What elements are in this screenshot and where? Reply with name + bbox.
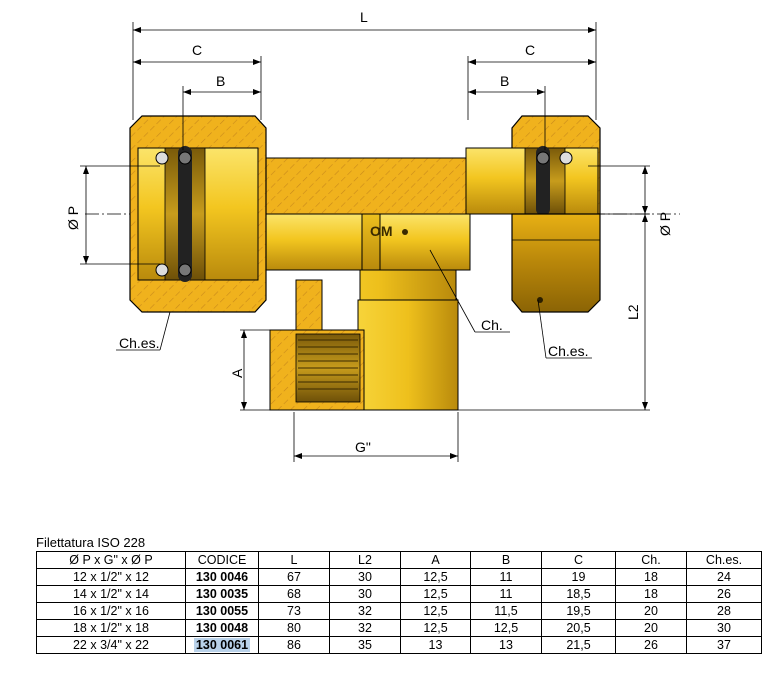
cell-A: 12,5 (400, 619, 471, 637)
dim-label-L2: L2 (625, 304, 641, 320)
cell-code: 130 0055 (185, 602, 259, 620)
dim-label-A: A (229, 368, 245, 378)
brand-mark: OM (370, 223, 393, 239)
cell-code: 130 0048 (185, 619, 259, 637)
right-nut (465, 115, 601, 313)
cell-ches: 28 (686, 602, 762, 620)
selection-highlight: 130 0061 (193, 637, 251, 652)
dim-label-ches-right: Ch.es. (548, 343, 588, 359)
cell-B: 11,5 (470, 602, 542, 620)
cell-L2: 30 (329, 585, 401, 603)
cell-L: 73 (258, 602, 330, 620)
cell-ches: 26 (686, 585, 762, 603)
cell-ch: 26 (615, 636, 687, 654)
cell-ch: 18 (615, 585, 687, 603)
cell-code: 130 0035 (185, 585, 259, 603)
table-header-row: Ø P x G" x Ø P CODICE L L2 A B C Ch. Ch.… (36, 551, 762, 569)
cell-code-highlighted: 130 0061 (185, 636, 259, 654)
table-row: 12 x 1/2" x 12 130 0046 67 30 12,5 11 19… (36, 568, 762, 586)
spec-table: Ø P x G" x Ø P CODICE L L2 A B C Ch. Ch.… (36, 551, 762, 654)
tee-main-body: OM (257, 157, 471, 271)
cell-B: 13 (470, 636, 542, 654)
cell-ch: 18 (615, 568, 687, 586)
cell-B: 11 (470, 568, 542, 586)
header-ch: Ch. (615, 551, 687, 569)
header-B: B (470, 551, 542, 569)
cell-code: 130 0046 (185, 568, 259, 586)
cell-B: 11 (470, 585, 542, 603)
dim-label-C-left: C (192, 42, 202, 58)
cell-L: 67 (258, 568, 330, 586)
dim-label-ch: Ch. (481, 317, 503, 333)
cell-C: 18,5 (541, 585, 616, 603)
dim-label-C-right: C (525, 42, 535, 58)
header-size: Ø P x G" x Ø P (36, 551, 186, 569)
marking-dot (402, 229, 408, 235)
dim-label-B-right: B (500, 73, 509, 89)
cell-C: 21,5 (541, 636, 616, 654)
dim-label-G: G" (355, 439, 371, 455)
dim-label-ches-left: Ch.es. (119, 335, 159, 351)
left-nut (129, 115, 267, 313)
cell-C: 19,5 (541, 602, 616, 620)
table-caption: Filettatura ISO 228 (36, 535, 146, 550)
header-ches: Ch.es. (686, 551, 762, 569)
cell-size: 14 x 1/2" x 14 (36, 585, 186, 603)
cell-size: 16 x 1/2" x 16 (36, 602, 186, 620)
right-oring (536, 146, 550, 216)
cell-L2: 32 (329, 602, 401, 620)
cell-A: 12,5 (400, 585, 471, 603)
cell-C: 19 (541, 568, 616, 586)
header-C: C (541, 551, 616, 569)
cell-L2: 35 (329, 636, 401, 654)
cell-A: 12,5 (400, 602, 471, 620)
cell-L: 68 (258, 585, 330, 603)
cell-ches: 24 (686, 568, 762, 586)
cell-ches: 37 (686, 636, 762, 654)
cell-A: 13 (400, 636, 471, 654)
cell-L: 86 (258, 636, 330, 654)
dim-label-P-left: Ø P (65, 206, 81, 230)
tee-branch (269, 214, 459, 411)
dim-label-B-left: B (216, 73, 225, 89)
table-row: 14 x 1/2" x 14 130 0035 68 30 12,5 11 18… (36, 585, 762, 603)
dimensions (80, 22, 650, 462)
cell-ches: 30 (686, 619, 762, 637)
cell-A: 12,5 (400, 568, 471, 586)
cell-L2: 30 (329, 568, 401, 586)
header-A: A (400, 551, 471, 569)
dimension-arrows (83, 27, 648, 459)
header-code: CODICE (185, 551, 259, 569)
dim-label-L: L (360, 9, 368, 25)
cell-size: 12 x 1/2" x 12 (36, 568, 186, 586)
cell-ch: 20 (615, 619, 687, 637)
cell-L: 80 (258, 619, 330, 637)
header-L: L (258, 551, 330, 569)
cell-size: 18 x 1/2" x 18 (36, 619, 186, 637)
table-row: 18 x 1/2" x 18 130 0048 80 32 12,5 12,5 … (36, 619, 762, 637)
dim-label-P-right: Ø P (657, 212, 673, 236)
cell-ch: 20 (615, 602, 687, 620)
cell-L2: 32 (329, 619, 401, 637)
thread-lines (298, 339, 358, 390)
technical-drawing: OM (65, 9, 680, 462)
header-L2: L2 (329, 551, 401, 569)
cell-size: 22 x 3/4" x 22 (36, 636, 186, 654)
table-row: 22 x 3/4" x 22 130 0061 86 35 13 13 21,5… (36, 636, 762, 654)
cell-B: 12,5 (470, 619, 542, 637)
left-oring (178, 146, 192, 282)
table-row: 16 x 1/2" x 16 130 0055 73 32 12,5 11,5 … (36, 602, 762, 620)
cell-C: 20,5 (541, 619, 616, 637)
